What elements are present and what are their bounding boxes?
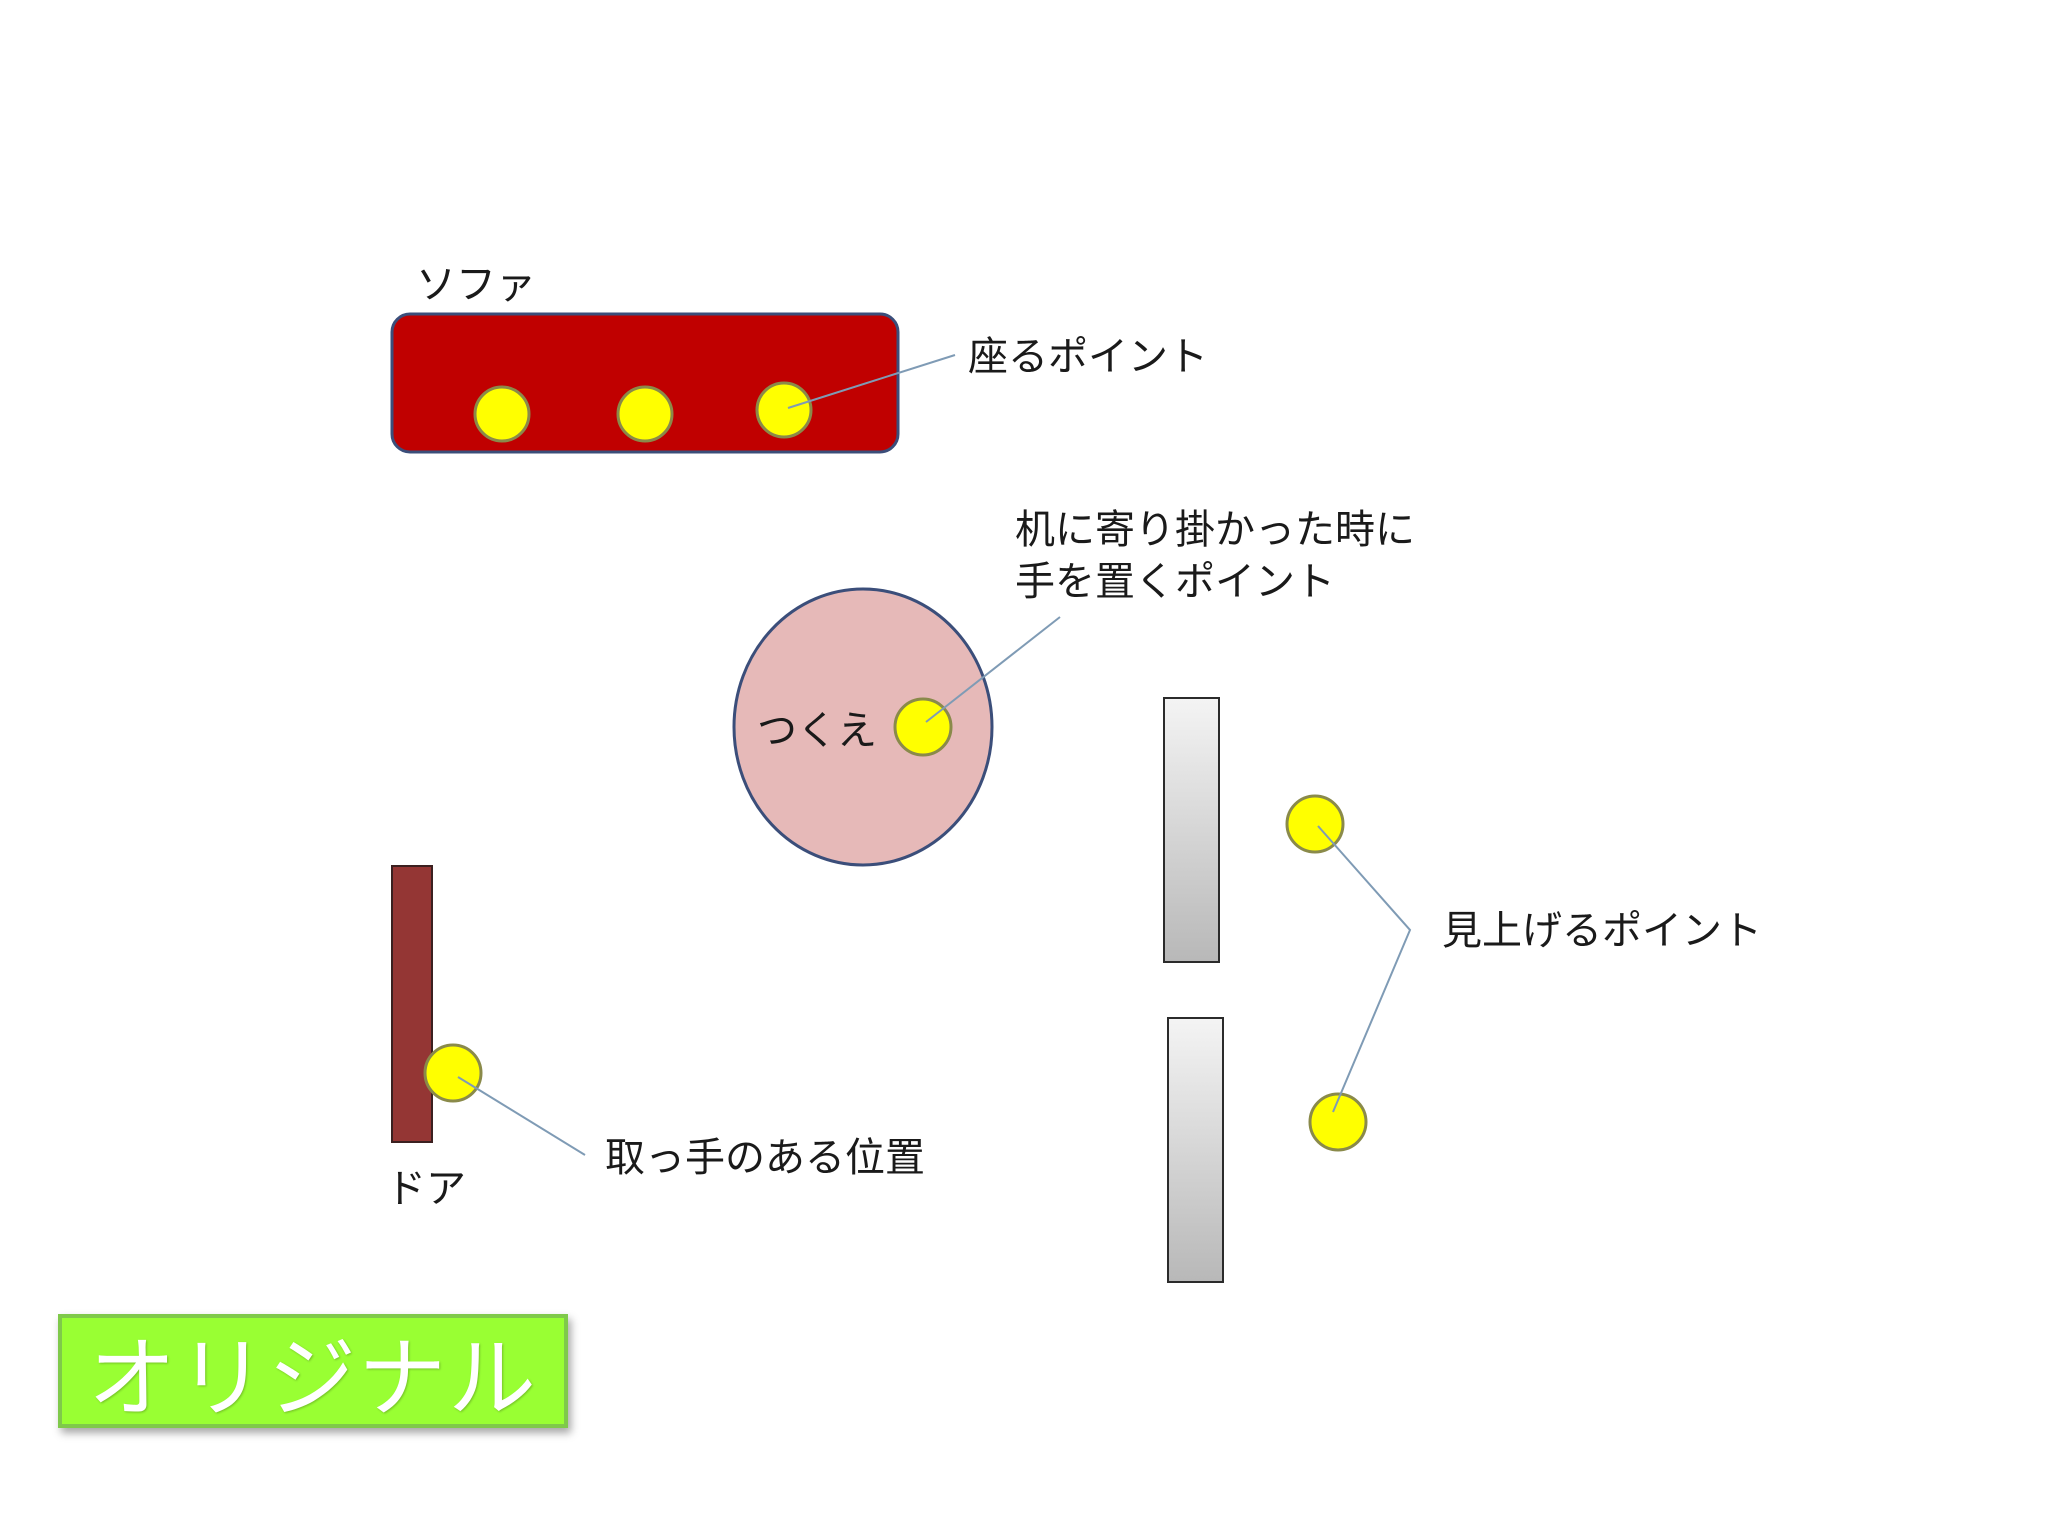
sit-point-label: 座るポイント: [968, 334, 1208, 380]
look-up-point-label: 見上げるポイント: [1442, 908, 1762, 954]
desk-point-label-line2: 手を置くポイント: [1015, 559, 1335, 605]
original-badge: オリジナル: [58, 1314, 568, 1430]
handle-point-label: 取っ手のある位置: [605, 1135, 925, 1181]
lower-panel: [1167, 1017, 1224, 1283]
original-badge-text: オリジナル: [87, 1326, 538, 1430]
desk-hand-point: [893, 697, 953, 757]
sit-point-2: [616, 385, 674, 443]
sofa-label: ソファ: [416, 262, 536, 308]
desk-point-leader-line: [925, 616, 1061, 723]
door-label: ドア: [386, 1166, 466, 1212]
door-shape: [391, 865, 433, 1143]
sit-point-leader-line: [787, 354, 956, 409]
door-handle-point: [423, 1043, 483, 1103]
handle-leader-line: [457, 1076, 586, 1156]
sit-point-3: [755, 381, 813, 439]
desk-point-label-line1: 机に寄り掛かった時に: [1015, 507, 1415, 553]
desk-shape: [732, 587, 994, 867]
look-up-point-lower: [1308, 1092, 1368, 1152]
sit-point-1: [473, 385, 531, 443]
desk-label: つくえ: [757, 708, 877, 754]
look-up-leader-line: [1317, 825, 1412, 1113]
upper-panel: [1163, 697, 1220, 963]
